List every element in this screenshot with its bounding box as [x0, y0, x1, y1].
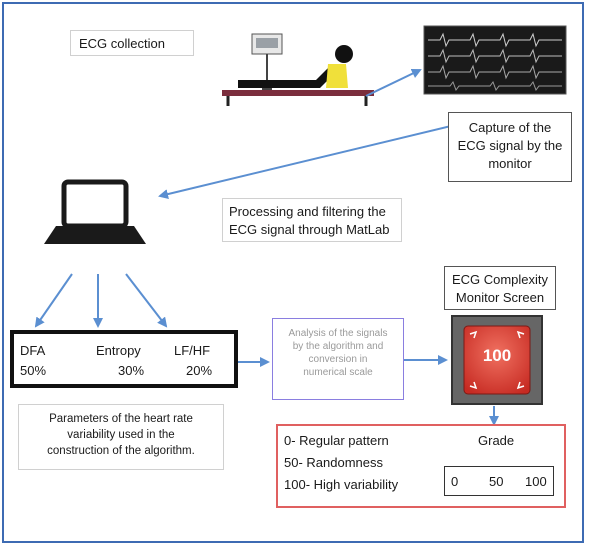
- patient-bed-illustration: [222, 33, 374, 106]
- processing-line-1: Processing and filtering the: [229, 204, 386, 219]
- arrow-to-lfhf: [125, 273, 168, 328]
- grade-tick-100: 100: [525, 474, 547, 489]
- parameters-note-line-3: construction of the algorithm.: [47, 445, 195, 457]
- param-lfhf-name: LF/HF: [174, 343, 211, 358]
- capture-line-3: monitor: [488, 156, 532, 171]
- laptop-icon: [44, 179, 146, 244]
- param-entropy-name: Entropy: [96, 343, 141, 358]
- analysis-line-4: numerical scale: [303, 367, 373, 378]
- ecg-collection-label: ECG collection: [70, 30, 194, 56]
- arrow-to-dfa: [34, 273, 73, 328]
- grade-box: 0- Regular pattern 50- Randomness 100- H…: [276, 424, 566, 508]
- capture-box: Capture of the ECG signal by the monitor: [448, 112, 572, 182]
- arrow-monitor-to-laptop: [158, 119, 477, 199]
- monitor-value: 100: [482, 346, 512, 365]
- grade-title: Grade: [478, 433, 515, 448]
- analysis-line-2: by the algorithm and: [292, 341, 384, 352]
- grade-scale-box: 0 50 100: [444, 466, 554, 496]
- grade-item-100: 100- High variability: [284, 477, 399, 492]
- param-lfhf-weight: 20%: [186, 363, 213, 378]
- parameters-note-line-2: variability used in the: [67, 429, 175, 441]
- arrow-bed-to-monitor: [365, 68, 422, 97]
- grade-item-50: 50- Randomness: [284, 455, 383, 470]
- outer-frame: [2, 2, 584, 543]
- grade-tick-50: 50: [489, 474, 504, 489]
- param-dfa-name: DFA: [20, 343, 46, 358]
- complexity-title-box: ECG Complexity Monitor Screen: [444, 266, 556, 310]
- ecg-monitor-image: [423, 25, 567, 95]
- grade-item-0: 0- Regular pattern: [284, 433, 389, 448]
- analysis-line-3: conversion in: [308, 354, 368, 365]
- capture-line-1: Capture of the: [468, 120, 552, 135]
- ecg-collection-text: ECG collection: [79, 36, 165, 51]
- param-entropy-weight: 30%: [118, 363, 145, 378]
- complexity-title-line-1: ECG Complexity: [451, 272, 549, 287]
- complexity-title-line-2: Monitor Screen: [455, 290, 545, 305]
- parameters-note-box: Parameters of the heart rate variability…: [18, 404, 224, 470]
- processing-line-2: ECG signal through MatLab: [229, 222, 390, 237]
- processing-box: Processing and filtering the ECG signal …: [222, 198, 402, 242]
- param-dfa-weight: 50%: [20, 363, 47, 378]
- complexity-monitor-screen: [451, 315, 543, 405]
- parameters-note-line-1: Parameters of the heart rate: [49, 413, 193, 425]
- parameters-box: DFA 50% Entropy 30% LF/HF 20%: [10, 330, 238, 388]
- capture-line-2: ECG signal by the: [457, 138, 563, 153]
- analysis-box: Analysis of the signals by the algorithm…: [272, 318, 404, 400]
- analysis-line-1: Analysis of the signals: [288, 328, 388, 339]
- grade-tick-0: 0: [451, 474, 459, 489]
